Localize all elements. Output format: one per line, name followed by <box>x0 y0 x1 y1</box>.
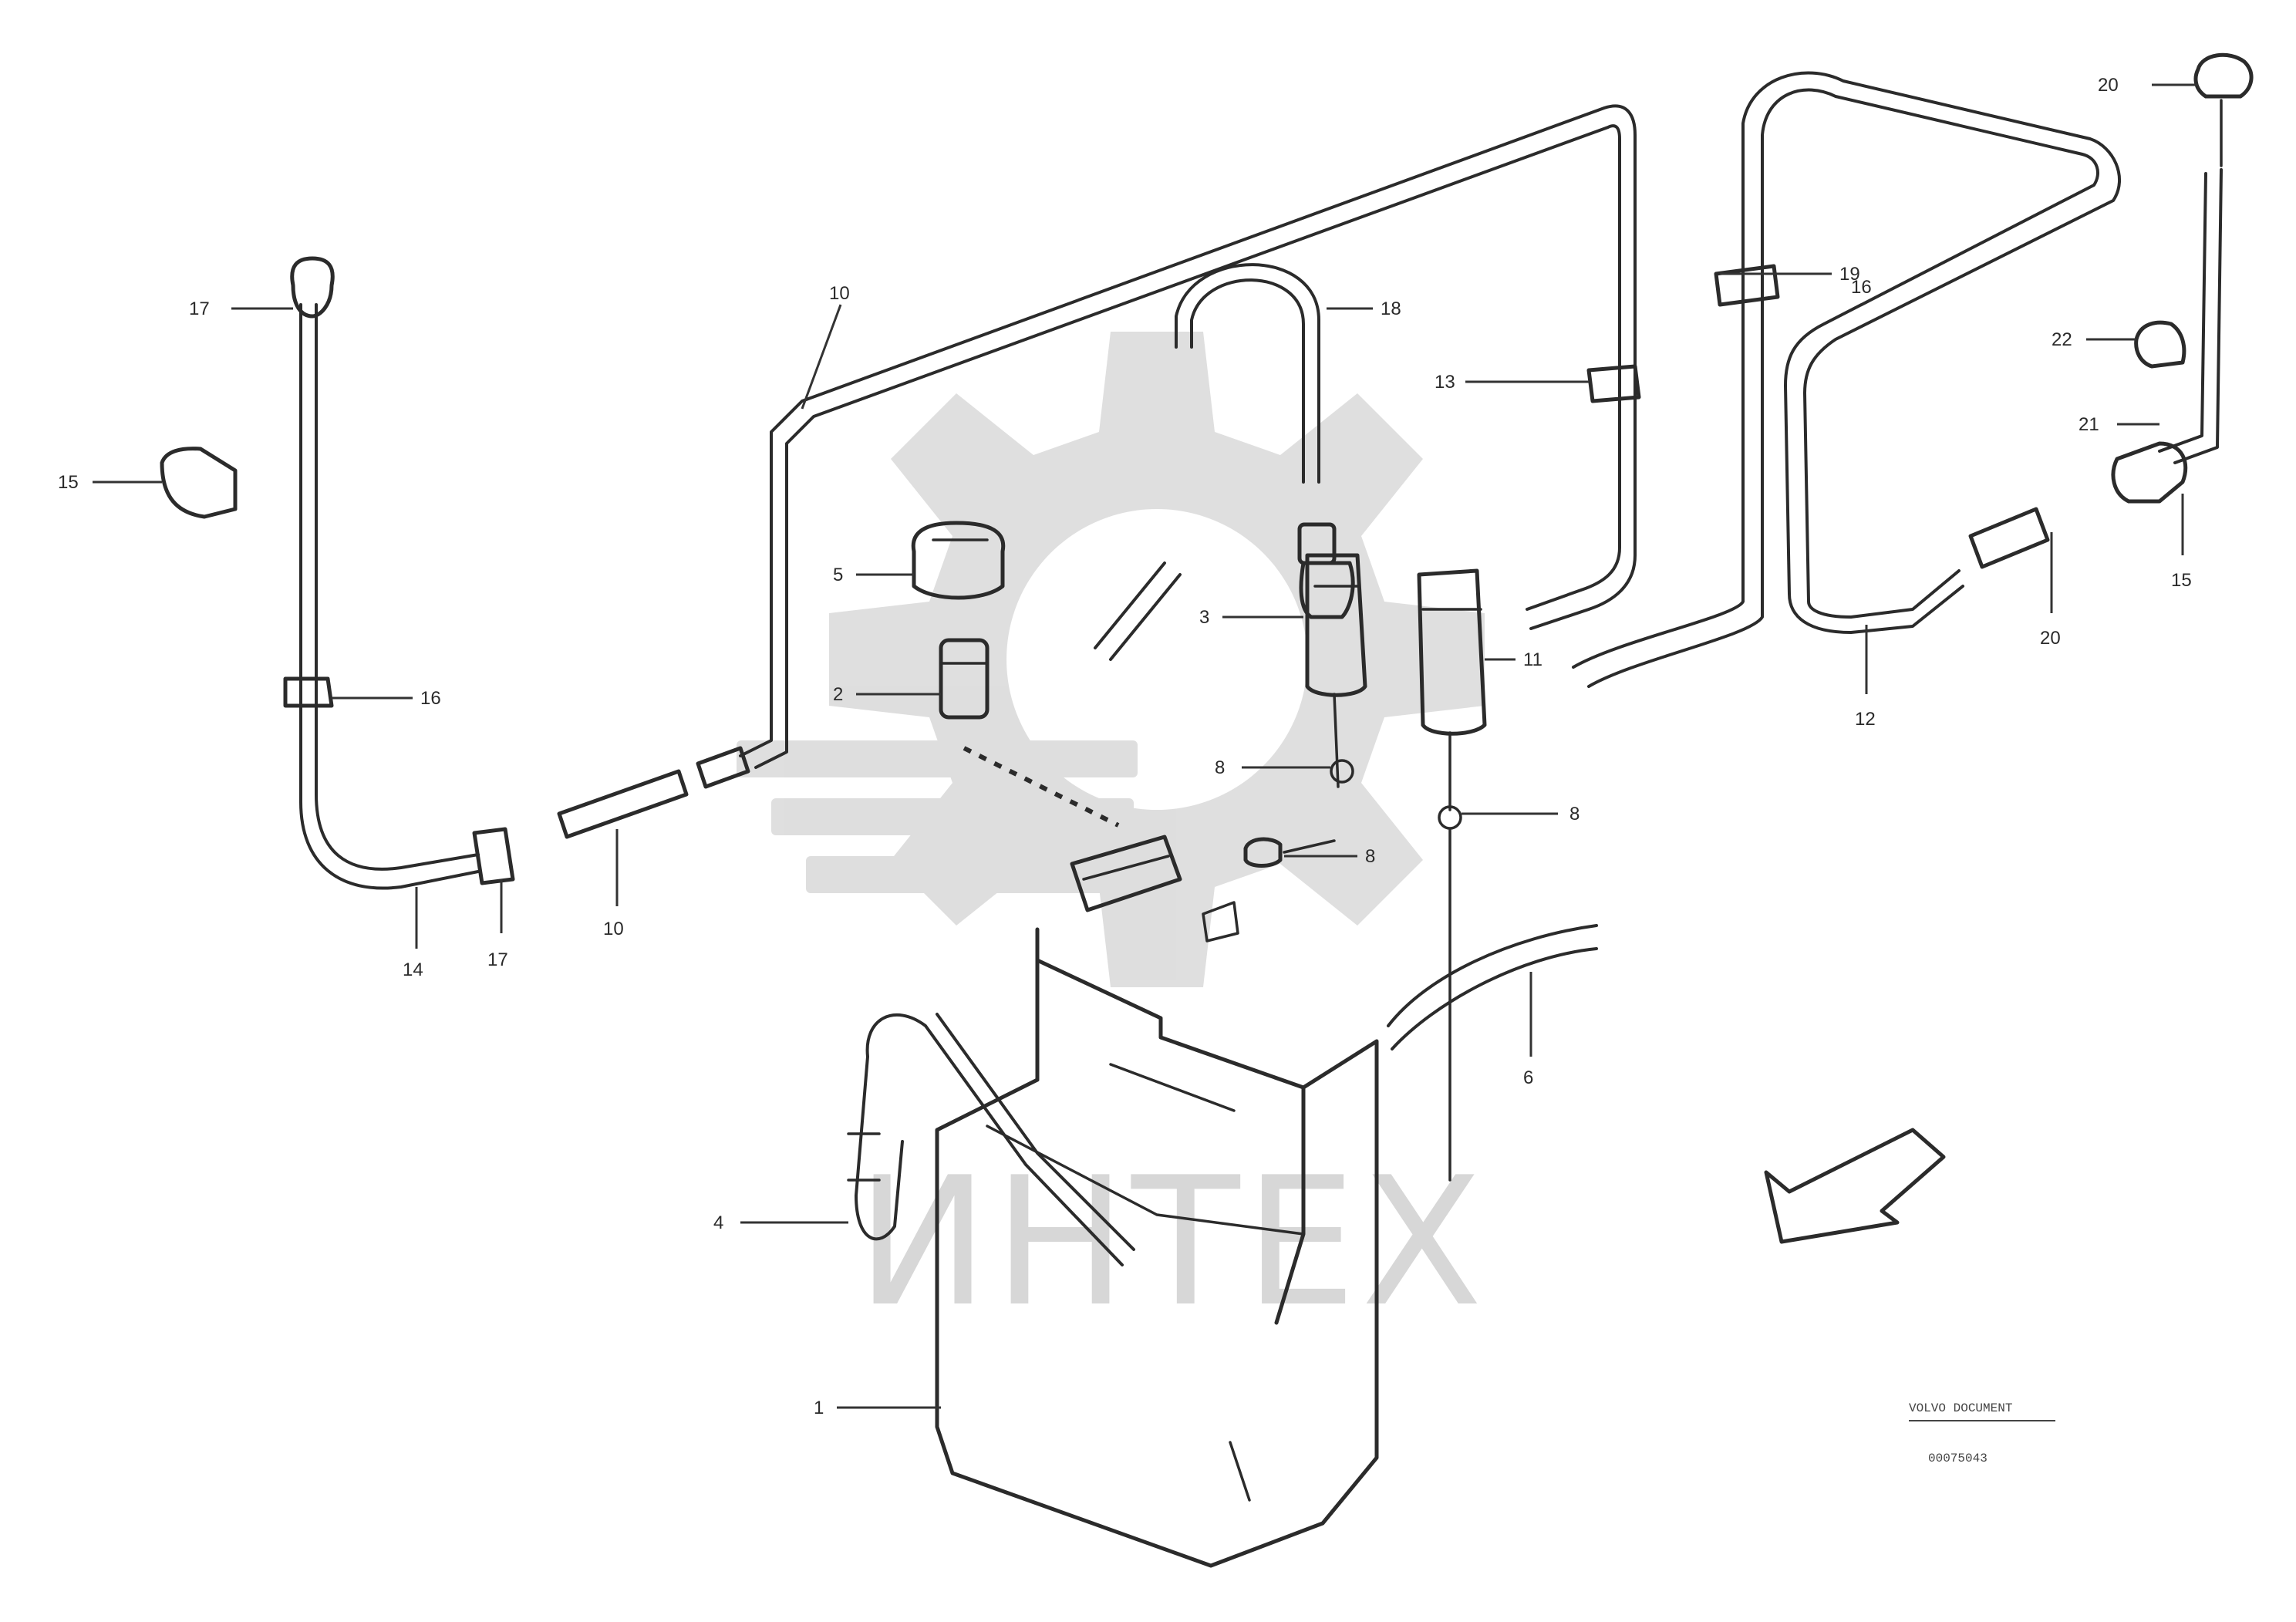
callout-4: 4 <box>713 1212 723 1233</box>
callout-16: 16 <box>420 688 441 709</box>
left-hose-route <box>160 104 1641 890</box>
callout-8b: 8 <box>1569 804 1580 824</box>
parts-line-art <box>160 52 2254 1568</box>
callout-15: 15 <box>58 472 79 493</box>
callout-1: 1 <box>814 1398 824 1418</box>
callout-13: 13 <box>1435 372 1455 393</box>
watermark-text: ИНТЕХ <box>856 1140 1487 1346</box>
callout-10b: 10 <box>603 919 624 939</box>
small-hose-segment <box>1094 561 1182 661</box>
callout-22: 22 <box>2052 329 2072 350</box>
gear-logo-icon <box>737 332 1485 987</box>
center-u-hose <box>1175 263 1355 619</box>
reference-line-2: 00075043 <box>1928 1452 1988 1465</box>
callout-17b: 17 <box>487 949 508 970</box>
callout-12: 12 <box>1855 709 1876 730</box>
callout-16b: 16 <box>1851 277 1872 298</box>
direction-arrow <box>1764 1128 1946 1244</box>
callout-21: 21 <box>2079 414 2099 435</box>
pump-wire <box>963 746 1120 828</box>
right-hose-route <box>1572 52 2254 688</box>
callout-labels: 17 15 16 14 17 10 5 2 18 10 13 19 3 8 8 … <box>58 75 2198 1418</box>
callout-8c: 8 <box>1365 846 1375 867</box>
callout-5: 5 <box>833 565 843 585</box>
front-hose <box>847 1013 1135 1266</box>
reference-line-1: VOLVO DOCUMENT <box>1909 1401 2012 1415</box>
watermark: ИНТЕХ <box>737 332 1487 1346</box>
pump-assembly <box>911 521 1006 720</box>
callout-14: 14 <box>403 959 423 980</box>
callout-20: 20 <box>2098 75 2119 96</box>
callout-10: 10 <box>829 283 850 304</box>
washer-tank <box>935 927 1379 1568</box>
callout-15b: 15 <box>2171 570 2192 591</box>
callout-11: 11 <box>1523 649 1542 670</box>
nozzles <box>1243 553 1487 1182</box>
callout-20b: 20 <box>2040 628 2061 649</box>
filler-cap <box>1070 835 1239 943</box>
upper-fitting <box>1387 924 1598 1050</box>
callout-2: 2 <box>833 684 843 705</box>
callout-6: 6 <box>1523 1067 1533 1088</box>
callout-3: 3 <box>1199 607 1209 628</box>
callout-8a: 8 <box>1215 757 1225 778</box>
reference-block: VOLVO DOCUMENT 00075043 <box>1909 1401 2055 1465</box>
callout-19: 19 <box>1839 264 1860 285</box>
callout-17: 17 <box>189 298 210 319</box>
callout-18: 18 <box>1381 298 1401 319</box>
